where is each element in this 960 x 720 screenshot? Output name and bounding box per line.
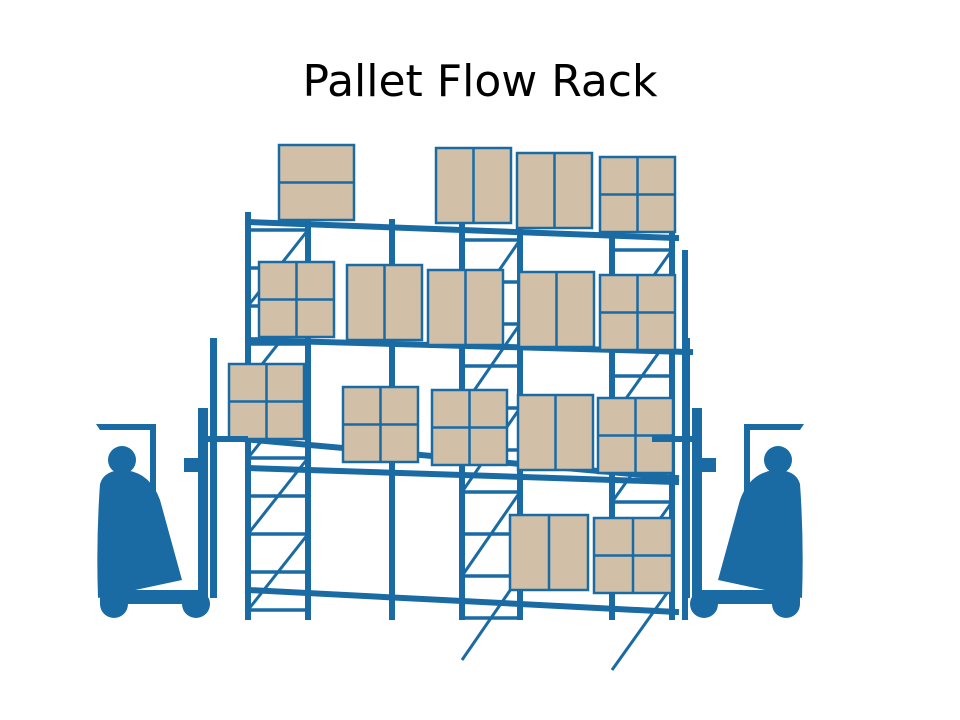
forklift-body <box>718 470 803 598</box>
pallet-load <box>596 396 675 475</box>
forklift-icon <box>96 338 248 618</box>
forklift-fork <box>208 436 248 442</box>
pallet-load <box>341 385 420 464</box>
pallet-load <box>277 143 356 222</box>
pallet-load <box>515 151 594 230</box>
forklift-operator <box>108 446 136 474</box>
pallet-load <box>345 263 424 342</box>
pallet-load <box>517 270 596 349</box>
pallet-load <box>430 388 509 467</box>
rack-brace <box>246 457 310 535</box>
pallet-load <box>426 268 505 347</box>
slide-title: Pallet Flow Rack <box>302 56 658 107</box>
forklift-base <box>692 590 800 604</box>
pallet-load <box>598 155 677 234</box>
forklift-mast <box>683 338 690 598</box>
forklift-fork <box>652 436 692 442</box>
forklift-mast <box>692 408 702 598</box>
forklift-icon <box>652 338 804 618</box>
forklift-mast <box>210 338 217 598</box>
pallet-load <box>516 393 595 472</box>
forklift-operator <box>764 446 792 474</box>
forklift-carriage <box>184 458 204 472</box>
forklift-body <box>97 470 182 598</box>
pallet-load <box>257 260 336 339</box>
forklift-guard <box>96 424 156 430</box>
pallet-load <box>598 273 677 352</box>
flow-beam <box>244 464 680 486</box>
forklift-guard <box>744 424 804 430</box>
pallet-load <box>227 362 306 441</box>
forklift-base <box>100 590 208 604</box>
pallet-loads <box>227 143 677 595</box>
pallet-load <box>434 146 513 225</box>
forklift-mast <box>198 408 208 598</box>
pallet-load <box>592 516 674 595</box>
forklift-carriage <box>696 458 716 472</box>
rack-brace <box>610 585 674 671</box>
rack-brace <box>460 491 522 577</box>
pallet-load <box>508 513 590 592</box>
flow-beam <box>244 218 680 242</box>
rack-brace <box>246 533 310 611</box>
flow-beam <box>244 586 680 616</box>
